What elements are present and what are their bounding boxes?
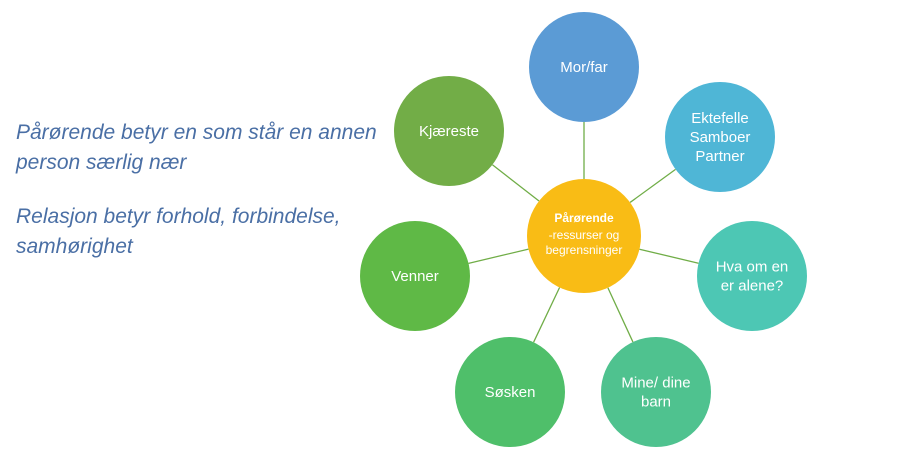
node-circle-alene: [697, 221, 807, 331]
node-label-kjaereste-1: Kjæreste: [419, 123, 479, 140]
node-mor-far: Mor/far: [529, 12, 639, 122]
node-label-venner-1: Venner: [391, 268, 439, 285]
node-label-barn-2: barn: [641, 394, 671, 411]
intro-text: Pårørende betyr en som står en annen per…: [16, 118, 396, 286]
connector-kjaereste: [492, 164, 540, 202]
node-kjaereste: Kjæreste: [394, 76, 504, 186]
center-node: Pårørende -ressurser og begrensninger: [527, 179, 641, 293]
node-barn: Mine/ dine barn: [601, 337, 711, 447]
center-subtitle-line-2: begrensninger: [546, 243, 623, 257]
center-circle: [527, 179, 641, 293]
node-label-alene-1: Hva om en: [716, 259, 789, 276]
connector-venner: [468, 248, 529, 264]
connector-ektefelle: [629, 168, 676, 203]
node-circle-barn: [601, 337, 711, 447]
connector-barn: [607, 287, 634, 343]
node-label-mor-far-1: Mor/far: [560, 59, 608, 76]
definition-text: Pårørende betyr en som står en annen per…: [16, 121, 377, 174]
center-title: Pårørende: [554, 211, 614, 225]
connector-sosken: [532, 287, 561, 343]
node-sosken: Søsken: [455, 337, 565, 447]
node-label-ektefelle-1: Ektefelle: [691, 110, 749, 127]
node-venner: Venner: [360, 221, 470, 331]
node-circle-ektefelle: [665, 82, 775, 192]
node-alene: Hva om en er alene?: [697, 221, 807, 331]
node-label-sosken-1: Søsken: [485, 384, 536, 401]
node-circle-sosken: [455, 337, 565, 447]
node-circle-mor-far: [529, 12, 639, 122]
node-circle-venner: [360, 221, 470, 331]
center-subtitle-line-1: -ressurser og: [549, 228, 620, 242]
node-label-ektefelle-2: Samboer: [690, 129, 751, 146]
node-label-barn-1: Mine/ dine: [621, 375, 690, 392]
relation-text: Relasjon betyr forhold, forbindelse, sam…: [16, 205, 341, 258]
connectors: [468, 122, 699, 343]
node-label-alene-2: er alene?: [721, 278, 784, 295]
node-label-ektefelle-3: Partner: [695, 148, 744, 165]
connector-alene: [639, 248, 699, 264]
node-circle-kjaereste: [394, 76, 504, 186]
